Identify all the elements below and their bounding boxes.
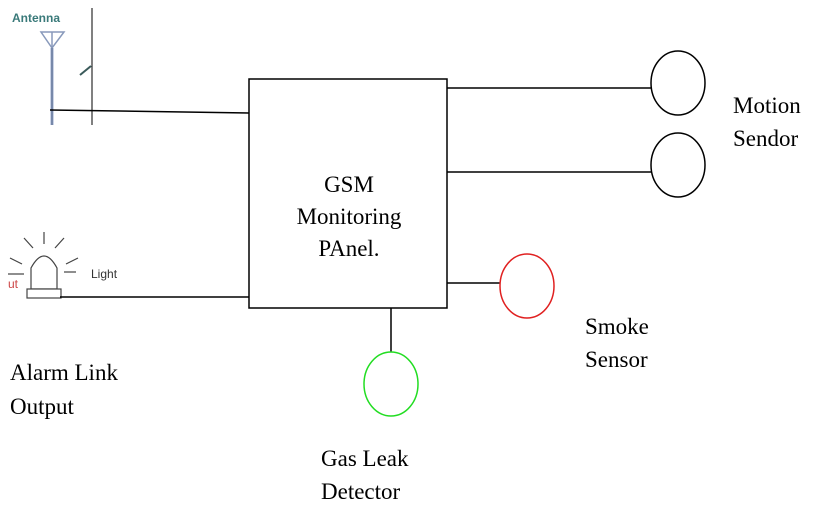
motion-label-2: Sendor (733, 126, 799, 151)
alarm-light-icon: ut Light (8, 232, 118, 299)
smoke-label-2: Sensor (585, 347, 648, 372)
light-out-label: ut (8, 277, 19, 291)
alarm-label-2: Output (10, 394, 75, 419)
panel-line-2: Monitoring (297, 204, 402, 229)
motion-label-1: Motion (733, 93, 801, 118)
motion-sensor-2 (650, 132, 706, 198)
light-label: Light (91, 267, 118, 281)
gas-label-2: Detector (321, 479, 401, 504)
gsm-panel-box (248, 78, 448, 309)
panel-line-3: PAnel. (318, 236, 379, 261)
antenna-connector (49, 109, 250, 114)
smoke-sensor (499, 253, 555, 319)
alarm-label-1: Alarm Link (10, 360, 118, 385)
gas-sensor (363, 351, 419, 417)
antenna-icon: Antenna (12, 8, 93, 125)
panel-line-1: GSM (324, 172, 374, 197)
antenna-label: Antenna (12, 11, 60, 25)
motion-sensor-1 (650, 50, 706, 116)
gas-label-1: Gas Leak (321, 446, 409, 471)
smoke-label-1: Smoke (585, 314, 649, 339)
